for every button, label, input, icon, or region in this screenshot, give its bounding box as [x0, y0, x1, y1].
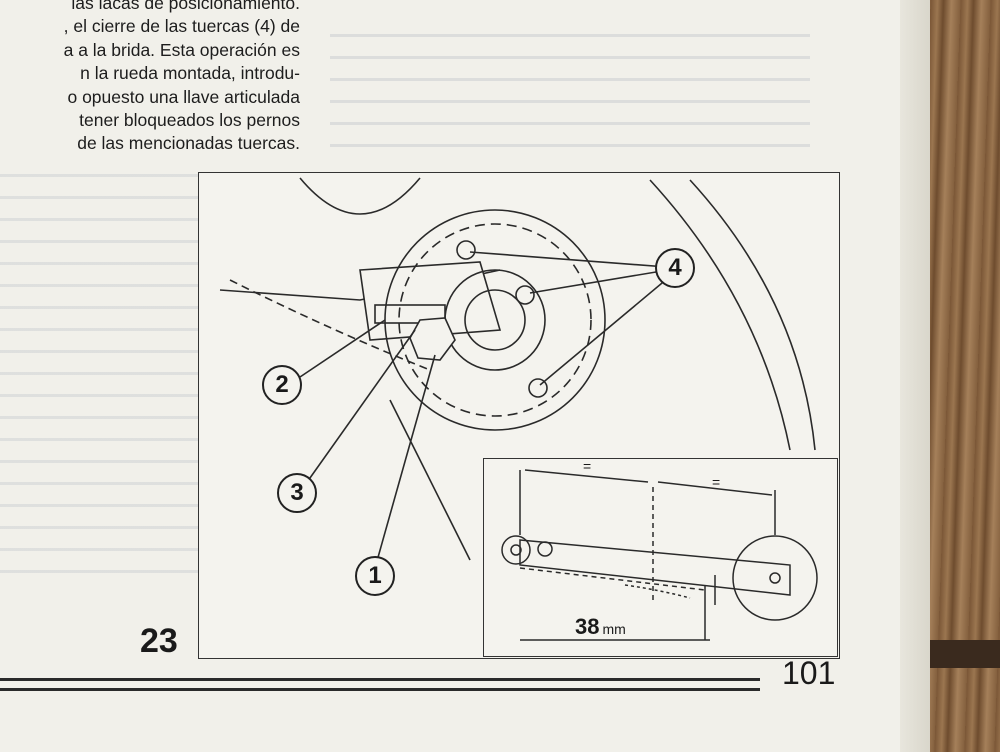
chain-run — [229, 279, 431, 371]
adjuster-bolt — [374, 304, 446, 324]
wheel-axle-circle — [732, 535, 818, 621]
axle-hole — [769, 572, 781, 584]
leader-line-1 — [374, 354, 436, 569]
body-text: las lacas de posicionamiento. , el cierr… — [0, 0, 300, 156]
sprocket-bearing — [464, 289, 526, 351]
sprocket-chain — [398, 223, 592, 417]
footer-rule — [0, 678, 760, 681]
table-gap — [930, 640, 1000, 668]
measurement-inset — [483, 458, 838, 657]
figure-number: 23 — [140, 622, 178, 660]
swingarm-outline — [519, 539, 791, 596]
dimension-line-right — [657, 481, 773, 496]
sprocket-nut — [528, 378, 548, 398]
dimension-line-left — [524, 469, 649, 483]
callout-1: 1 — [355, 556, 395, 596]
inset-drawing — [501, 469, 818, 641]
text-line: , el cierre de las tuercas (4) de — [63, 16, 300, 37]
page-edge — [900, 0, 930, 752]
sprocket-nut — [515, 285, 535, 305]
text-line: o opuesto una llave articulada — [67, 86, 300, 107]
chain-sag — [624, 584, 691, 599]
reference-line — [519, 567, 706, 591]
text-line: las lacas de posicionamiento. — [71, 0, 300, 13]
text-line: tener bloqueados los pernos — [79, 110, 300, 131]
wheel-rim — [649, 179, 791, 451]
manual-page: las lacas de posicionamiento. , el cierr… — [0, 0, 930, 752]
page-number: 101 — [782, 655, 836, 691]
footer-rule — [0, 688, 760, 691]
illustration-drawing — [219, 177, 816, 569]
leader-line-3 — [304, 329, 416, 486]
guide-line — [389, 399, 471, 561]
text-line: n la rueda montada, introdu- — [80, 63, 300, 84]
sag-value: 38 — [575, 614, 600, 639]
leader-line-4 — [469, 251, 681, 269]
equal-sign-left: = — [583, 458, 592, 474]
bleed-through-area — [0, 160, 200, 580]
sag-unit: mm — [602, 621, 626, 637]
pivot-hole — [537, 541, 553, 557]
text-line: de las mencionadas tuercas. — [77, 133, 300, 154]
bleed-through-area — [330, 20, 810, 160]
leader-line-4 — [539, 267, 681, 386]
callout-2: 2 — [262, 365, 302, 405]
callout-3: 3 — [277, 473, 317, 513]
equal-sign-right: = — [712, 474, 721, 490]
text-line: a a la brida. Esta operación es — [63, 39, 300, 60]
wheel-rim — [689, 179, 816, 451]
pivot-circle — [501, 535, 531, 565]
wheel-arc — [299, 177, 421, 215]
leader-line-2 — [299, 319, 386, 378]
sprocket-nut — [456, 240, 476, 260]
pivot-hole — [510, 544, 522, 556]
callout-4: 4 — [655, 248, 695, 288]
